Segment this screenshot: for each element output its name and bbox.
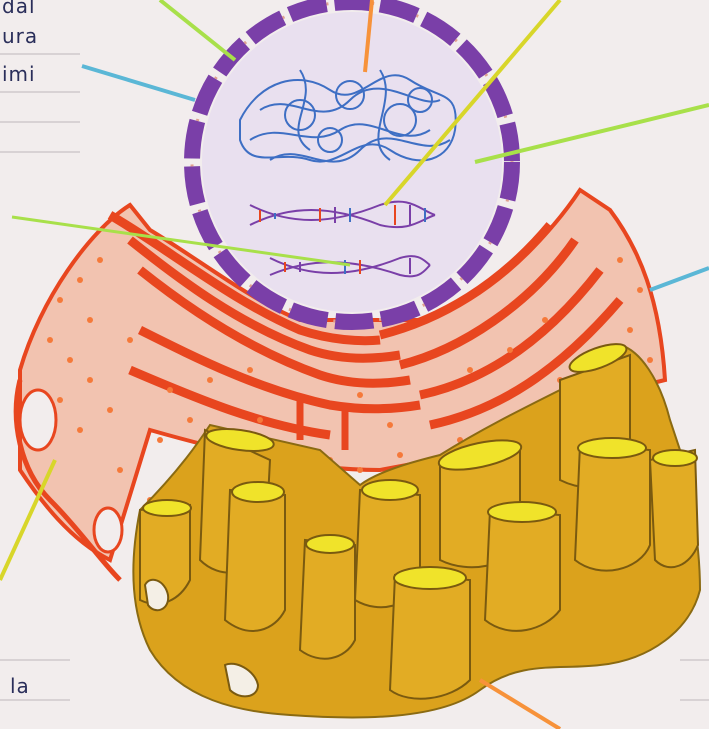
nucleus <box>192 2 512 322</box>
margin-label-2: ura <box>2 24 38 48</box>
margin-label-3: imi <box>2 62 36 86</box>
margin-label-4: la <box>10 674 30 698</box>
margin-label-1: dal <box>2 0 36 18</box>
